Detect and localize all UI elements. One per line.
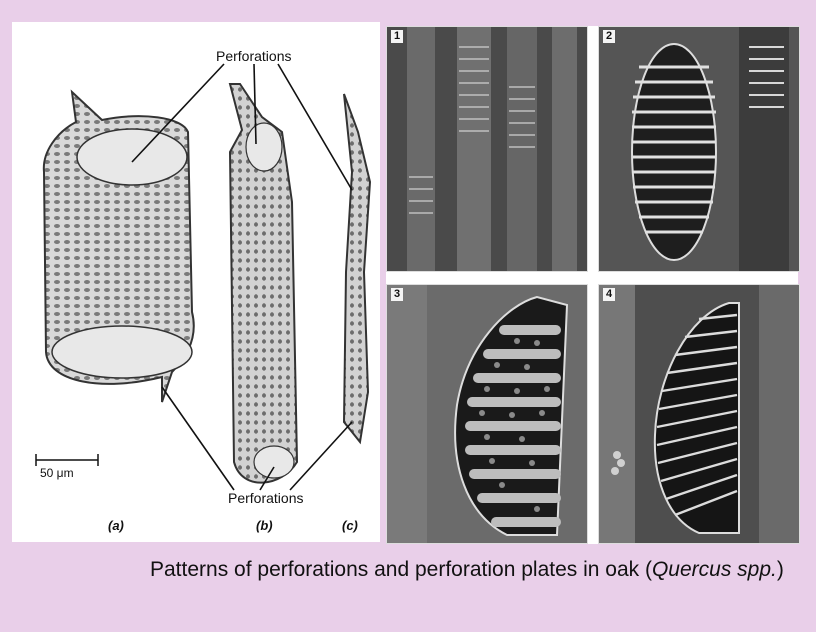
caption-species: Quercus spp. [651,558,777,581]
sublabel-a: (a) [108,518,124,533]
micrograph-number-2: 2 [603,30,616,43]
micrograph-number-1: 1 [391,30,404,43]
scale-bar-label: 50 μm [40,466,74,480]
vessel-elements-illustration: Perforations Perforations 50 μm (a) (b) … [12,22,380,542]
sublabel-c: (c) [342,518,358,533]
micrograph-1: 1 [386,26,588,272]
perforations-label-top: Perforations [216,48,292,64]
micrograph-grid: 1 2 [386,26,800,544]
micrograph-3: 3 [386,284,588,544]
vessel-element-c [342,93,372,445]
vessel-drawing [35,63,372,491]
perforations-label-bottom: Perforations [228,490,304,506]
sublabel-b: (b) [256,518,273,533]
figure-caption: Patterns of perforations and perforation… [150,553,790,587]
vessel-element-b [228,83,299,484]
caption-prefix: Patterns of perforations and perforation… [150,558,652,581]
micrograph-4: 4 [598,284,800,544]
micrograph-number-3: 3 [391,288,404,301]
caption-suffix: ) [776,558,784,581]
micrograph-number-4: 4 [603,288,616,301]
micrograph-2: 2 [598,26,800,272]
